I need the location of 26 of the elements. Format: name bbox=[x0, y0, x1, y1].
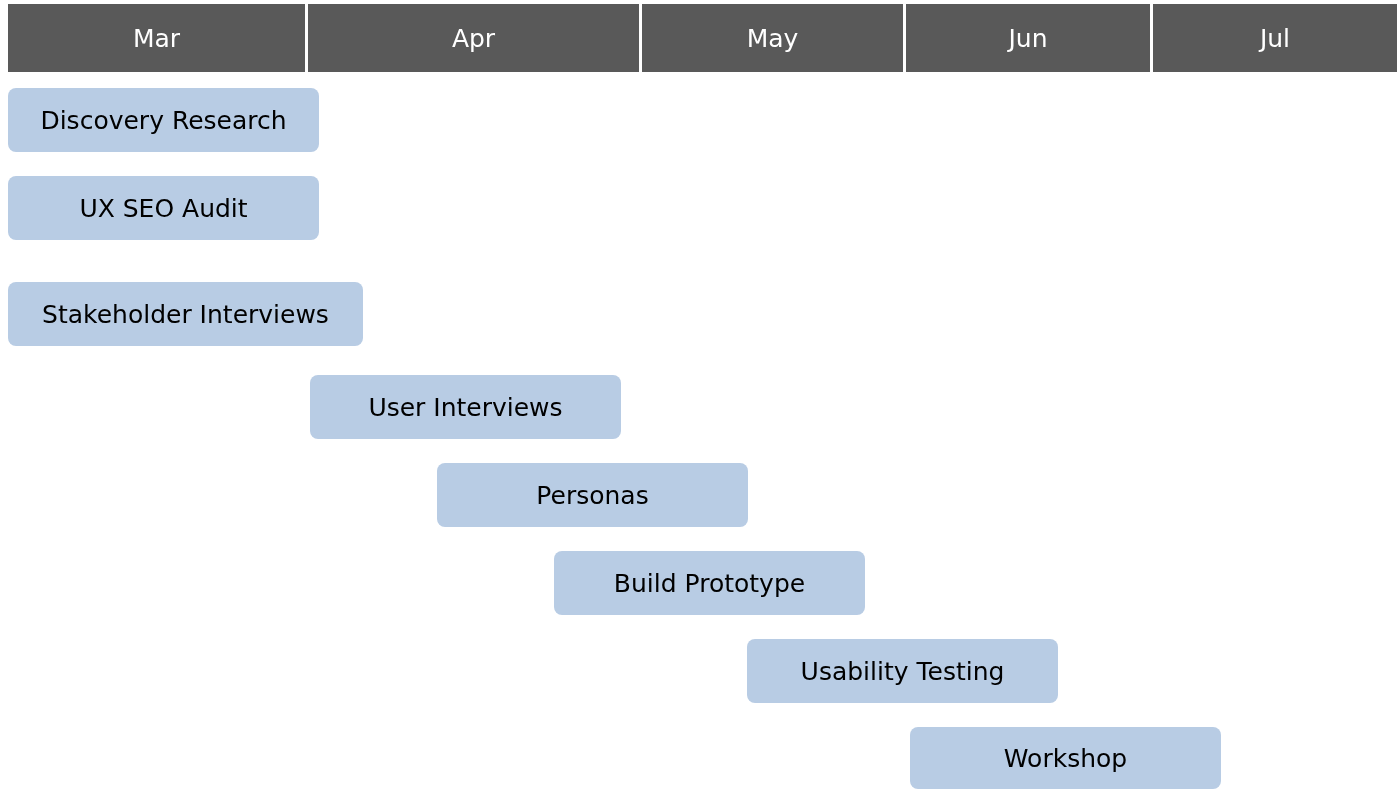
task-label: Build Prototype bbox=[613, 568, 806, 598]
task-label: Stakeholder Interviews bbox=[42, 299, 329, 329]
month-header bbox=[906, 4, 1150, 72]
month-label: Mar bbox=[132, 23, 181, 53]
task-label: Personas bbox=[536, 480, 649, 510]
task-label: Discovery Research bbox=[40, 105, 287, 135]
task-bar bbox=[310, 375, 621, 439]
task-bar bbox=[8, 176, 319, 240]
month-header bbox=[8, 4, 305, 72]
month-label: May bbox=[746, 23, 799, 53]
task-label: UX SEO Audit bbox=[79, 193, 248, 223]
month-header bbox=[1153, 4, 1397, 72]
month-label: Jul bbox=[1259, 23, 1291, 53]
month-header bbox=[308, 4, 639, 72]
task-bar bbox=[8, 282, 363, 346]
month-header bbox=[642, 4, 903, 72]
month-label: Apr bbox=[451, 23, 496, 53]
task-bar bbox=[8, 88, 319, 152]
task-label: Usability Testing bbox=[800, 656, 1005, 686]
task-bar bbox=[910, 727, 1221, 789]
task-bar bbox=[554, 551, 865, 615]
task-label: User Interviews bbox=[368, 392, 563, 422]
task-bar bbox=[437, 463, 748, 527]
month-label: Jun bbox=[1008, 23, 1048, 53]
task-bar bbox=[747, 639, 1058, 703]
task-label: Workshop bbox=[1003, 743, 1128, 773]
